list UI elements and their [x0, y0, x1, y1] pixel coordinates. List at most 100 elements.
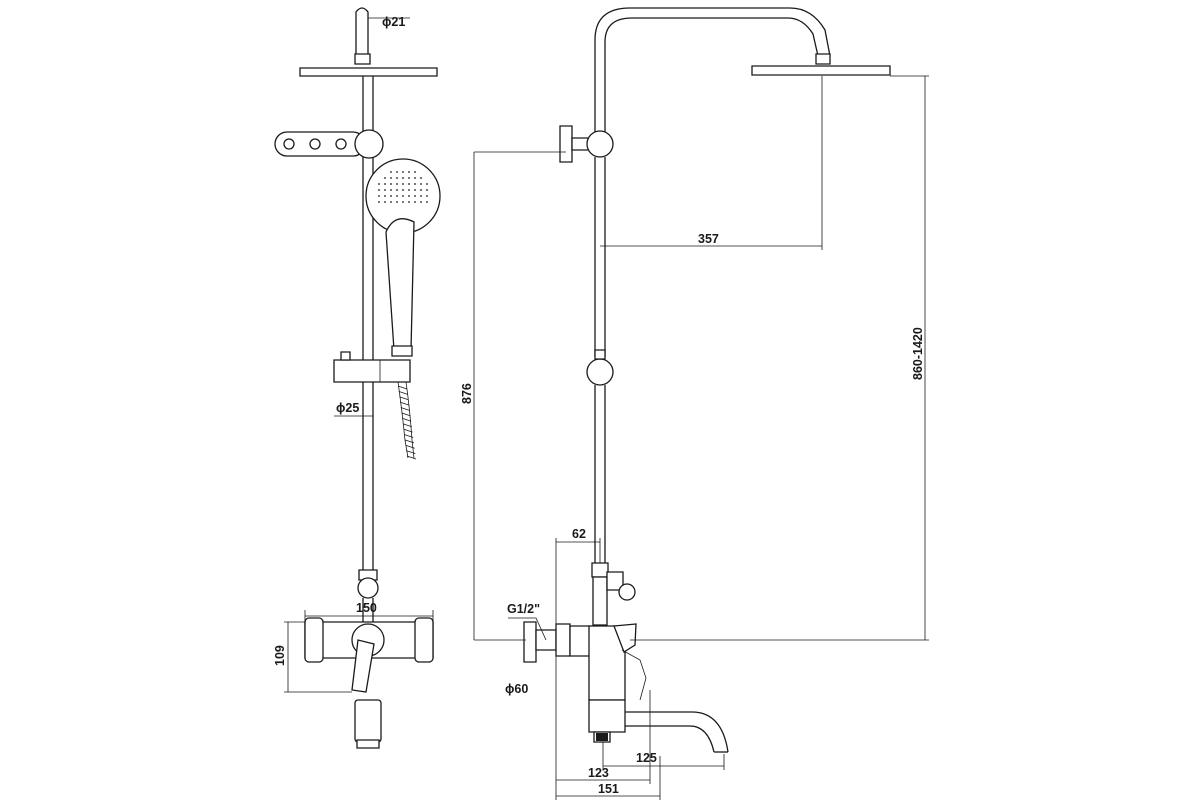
shower-head-plate	[300, 68, 437, 76]
hand-shower-handle	[386, 219, 414, 350]
nozzle-dot	[396, 177, 398, 179]
dim-total-depth-label: 151	[598, 782, 619, 796]
dim-head-pipe-label: ϕ21	[382, 15, 405, 29]
nozzle-dot	[420, 189, 422, 191]
nozzle-dot	[378, 189, 380, 191]
nozzle-dot	[384, 195, 386, 197]
rail-side-slider	[587, 359, 613, 385]
nozzle-dot	[414, 171, 416, 173]
spout-front	[355, 700, 381, 742]
hose-ring	[401, 413, 410, 416]
mixer-side-lever-shade	[622, 650, 646, 700]
eccentric-union	[570, 626, 590, 656]
nozzle-dot	[384, 183, 386, 185]
nozzle-dot	[414, 177, 416, 179]
side-diverter-stem	[607, 572, 623, 590]
nozzle-dot	[396, 201, 398, 203]
rail-side-slider-cap	[595, 350, 605, 359]
hose-ring	[401, 408, 410, 411]
dim-mixer-width-label: 150	[356, 601, 377, 615]
nozzle-dot	[408, 171, 410, 173]
mixer-side-lower-body	[589, 700, 625, 732]
dim-arm-reach-label: 357	[698, 232, 719, 246]
nozzle-dot	[408, 195, 410, 197]
wall-bracket-top-clamp	[587, 131, 613, 157]
dim-rail-label: ϕ25	[336, 401, 359, 415]
hose-ring	[403, 424, 412, 427]
diverter-button-3	[336, 139, 346, 149]
nozzle-dot	[402, 189, 404, 191]
hose-ring	[400, 402, 409, 405]
dim-height-adjustable-label: 860-1420	[911, 327, 925, 380]
nozzle-dot	[426, 195, 428, 197]
hose-ring	[404, 434, 413, 437]
nozzle-dot	[390, 177, 392, 179]
mixer-side-lever	[614, 624, 636, 652]
hose-right	[406, 382, 414, 458]
spout-front-tip	[357, 740, 379, 748]
hose-ring	[399, 397, 408, 400]
rail-side-bottom-connector	[593, 577, 607, 625]
nozzle-dot	[378, 183, 380, 185]
dim-escutcheon-label: ϕ60	[505, 682, 528, 696]
nozzle-dot	[420, 177, 422, 179]
nozzle-dot	[390, 195, 392, 197]
nozzle-dot	[378, 195, 380, 197]
wall-plate	[524, 622, 536, 662]
dim-thread-label: G1/2"	[507, 602, 540, 616]
nozzle-dot	[414, 189, 416, 191]
nozzle-dot	[414, 195, 416, 197]
hose-ring	[406, 451, 415, 454]
diverter-button-1	[284, 139, 294, 149]
nozzle-dot	[408, 189, 410, 191]
spout-upper-edge	[625, 712, 728, 752]
nozzle-dot	[414, 183, 416, 185]
hose-ring	[402, 418, 411, 421]
slide-bracket-screw	[341, 352, 350, 360]
nozzle-dot	[420, 201, 422, 203]
nozzle-dot	[396, 195, 398, 197]
mixer-left-cap	[305, 618, 323, 662]
nozzle-dot	[420, 183, 422, 185]
arm-head-collar	[816, 54, 830, 64]
nozzle-dot	[426, 183, 428, 185]
dim-height-fixed-label: 876	[460, 383, 474, 404]
nozzle-dot	[390, 189, 392, 191]
hose-ring	[399, 391, 408, 394]
nozzle-dot	[402, 201, 404, 203]
nozzle-dot	[384, 189, 386, 191]
hose-rings	[398, 386, 416, 459]
dim-body-depth-label: 123	[588, 766, 609, 780]
hose-ring	[405, 440, 414, 443]
slide-bracket	[334, 360, 410, 382]
dim-mixer-height-label: 109	[273, 645, 287, 666]
mixer-right-cap	[415, 618, 433, 662]
hose-ring	[407, 456, 416, 459]
nozzle-dot	[390, 201, 392, 203]
nozzle-dot	[390, 183, 392, 185]
side-diverter-knob	[619, 584, 635, 600]
side-aerator-fill	[596, 733, 608, 741]
diverter-button-2	[310, 139, 320, 149]
mixer-lever	[352, 640, 374, 692]
overhead-arm-inner	[605, 18, 818, 138]
head-pipe-collar	[355, 54, 370, 64]
diverter-knob	[355, 130, 383, 158]
hand-shower-tip	[392, 346, 412, 356]
nozzle-dot	[408, 177, 410, 179]
dim-offset-label: 62	[572, 527, 586, 541]
nozzle-dot	[426, 201, 428, 203]
nozzle-dot	[402, 171, 404, 173]
nozzle-dot	[402, 195, 404, 197]
hose-ring	[398, 386, 407, 389]
nozzle-dot	[396, 171, 398, 173]
head-pipe-outline	[356, 8, 368, 58]
nozzle-dot	[384, 201, 386, 203]
rail-side-bottom-joint	[592, 563, 608, 577]
spout-lower-edge	[625, 726, 714, 752]
front-view: ϕ25 ϕ21 150 109	[273, 8, 440, 748]
nozzle-dot	[408, 201, 410, 203]
dim-spout-reach-label: 125	[636, 751, 657, 765]
nozzle-dot	[402, 177, 404, 179]
